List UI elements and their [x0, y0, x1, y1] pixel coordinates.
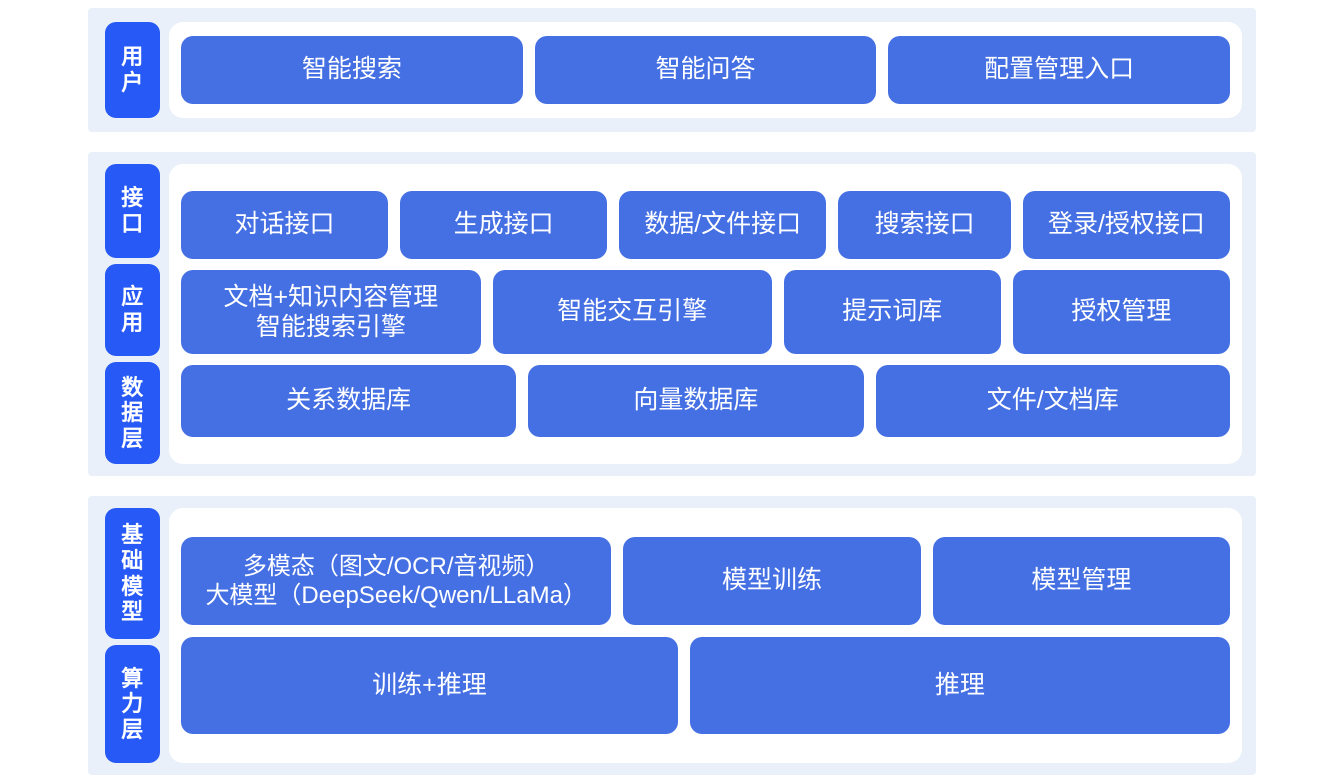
layer-tab-data[interactable]: 数据层 [105, 362, 160, 464]
node-dialog-api[interactable]: 对话接口 [181, 191, 389, 259]
node-relational-database[interactable]: 关系数据库 [181, 365, 517, 437]
row-application: 文档+知识内容管理 智能搜索引擎 智能交互引擎 提示词库 授权管理 [181, 270, 1230, 354]
layer-tab-user[interactable]: 用户 [105, 22, 160, 118]
row-interface: 对话接口 生成接口 数据/文件接口 搜索接口 登录/授权接口 [181, 191, 1230, 259]
node-smart-qa[interactable]: 智能问答 [534, 36, 877, 104]
node-search-api[interactable]: 搜索接口 [838, 191, 1011, 259]
layer-tab-application-label: 应用 [121, 284, 144, 335]
layer-panel-user: 智能搜索 智能问答 配置管理入口 [169, 22, 1242, 118]
node-vector-database[interactable]: 向量数据库 [528, 365, 864, 437]
node-model-management[interactable]: 模型管理 [932, 537, 1230, 625]
layer-tab-compute[interactable]: 算力层 [105, 645, 160, 763]
layer-tab-data-label: 数据层 [121, 374, 144, 451]
layer-tab-foundation-model-label: 基础模型 [121, 522, 144, 625]
node-data-file-api[interactable]: 数据/文件接口 [619, 191, 827, 259]
layer-tab-column-middle: 接口 应用 数据层 [88, 152, 160, 476]
row-user: 智能搜索 智能问答 配置管理入口 [181, 36, 1231, 104]
node-authorization-management[interactable]: 授权管理 [1012, 270, 1230, 354]
layer-tab-interface-label: 接口 [121, 185, 144, 236]
node-smart-interaction-engine[interactable]: 智能交互引擎 [492, 270, 772, 354]
layer-tab-column-user: 用户 [88, 8, 160, 132]
layer-tab-compute-label: 算力层 [121, 665, 144, 742]
node-training-inference[interactable]: 训练+推理 [181, 637, 678, 734]
node-smart-search[interactable]: 智能搜索 [181, 36, 523, 104]
layer-tab-interface[interactable]: 接口 [105, 164, 160, 258]
layer-band-middle: 接口 应用 数据层 对话接口 生成接口 数据/文件接口 搜索接口 登录/授权接口… [88, 152, 1256, 476]
layer-tab-column-foundation: 基础模型 算力层 [88, 496, 160, 775]
node-file-document-store[interactable]: 文件/文档库 [875, 365, 1230, 437]
layer-band-foundation: 基础模型 算力层 多模态（图文/OCR/音视频） 大模型（DeepSeek/Qw… [88, 496, 1256, 775]
layer-panel-middle: 对话接口 生成接口 数据/文件接口 搜索接口 登录/授权接口 文档+知识内容管理… [169, 164, 1242, 464]
layer-tab-application[interactable]: 应用 [105, 264, 160, 356]
node-inference[interactable]: 推理 [689, 637, 1230, 734]
row-data: 关系数据库 向量数据库 文件/文档库 [181, 365, 1230, 437]
node-model-training[interactable]: 模型训练 [623, 537, 921, 625]
row-compute: 训练+推理 推理 [181, 637, 1230, 734]
node-login-auth-api[interactable]: 登录/授权接口 [1022, 191, 1230, 259]
node-doc-knowledge-content-management[interactable]: 文档+知识内容管理 智能搜索引擎 [181, 270, 481, 354]
layer-band-user: 用户 智能搜索 智能问答 配置管理入口 [88, 8, 1256, 132]
layer-panel-foundation: 多模态（图文/OCR/音视频） 大模型（DeepSeek/Qwen/LLaMa）… [169, 508, 1242, 763]
node-config-management-entry[interactable]: 配置管理入口 [888, 36, 1231, 104]
node-multimodal-large-model[interactable]: 多模态（图文/OCR/音视频） 大模型（DeepSeek/Qwen/LLaMa） [181, 537, 612, 625]
layer-tab-foundation-model[interactable]: 基础模型 [105, 508, 160, 639]
row-foundation-model: 多模态（图文/OCR/音视频） 大模型（DeepSeek/Qwen/LLaMa）… [181, 537, 1230, 625]
node-prompt-library[interactable]: 提示词库 [783, 270, 1001, 354]
node-generation-api[interactable]: 生成接口 [400, 191, 608, 259]
layer-tab-user-label: 用户 [121, 44, 144, 95]
